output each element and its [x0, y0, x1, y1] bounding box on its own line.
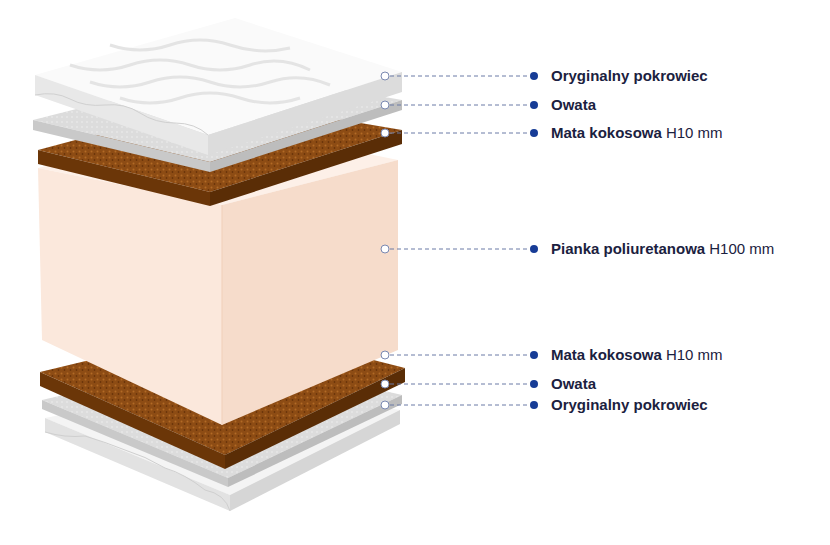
layer-label: Pianka poliuretanowaH100 mm — [551, 240, 774, 258]
layer-label: Oryginalny pokrowiec — [551, 67, 708, 85]
leader-rings — [381, 72, 389, 409]
part-name: Owata — [551, 96, 596, 113]
part-name: Mata kokosowa — [551, 346, 662, 363]
layer-label: Owata — [551, 375, 596, 393]
layer-label: Mata kokosowaH10 mm — [551, 124, 723, 142]
dimension: H10 mm — [666, 346, 723, 363]
part-name: Oryginalny pokrowiec — [551, 67, 708, 84]
dimension: H10 mm — [666, 124, 723, 141]
part-name: Owata — [551, 375, 596, 392]
part-name: Pianka poliuretanowa — [551, 240, 705, 257]
leader-lines — [390, 76, 529, 405]
layer-label: Oryginalny pokrowiec — [551, 396, 708, 414]
dimension: H100 mm — [709, 240, 774, 257]
layer-label: Mata kokosowaH10 mm — [551, 346, 723, 364]
part-name: Oryginalny pokrowiec — [551, 396, 708, 413]
layer-label: Owata — [551, 96, 596, 114]
leader-dots — [530, 72, 538, 409]
top-cover — [35, 18, 402, 155]
part-name: Mata kokosowa — [551, 124, 662, 141]
